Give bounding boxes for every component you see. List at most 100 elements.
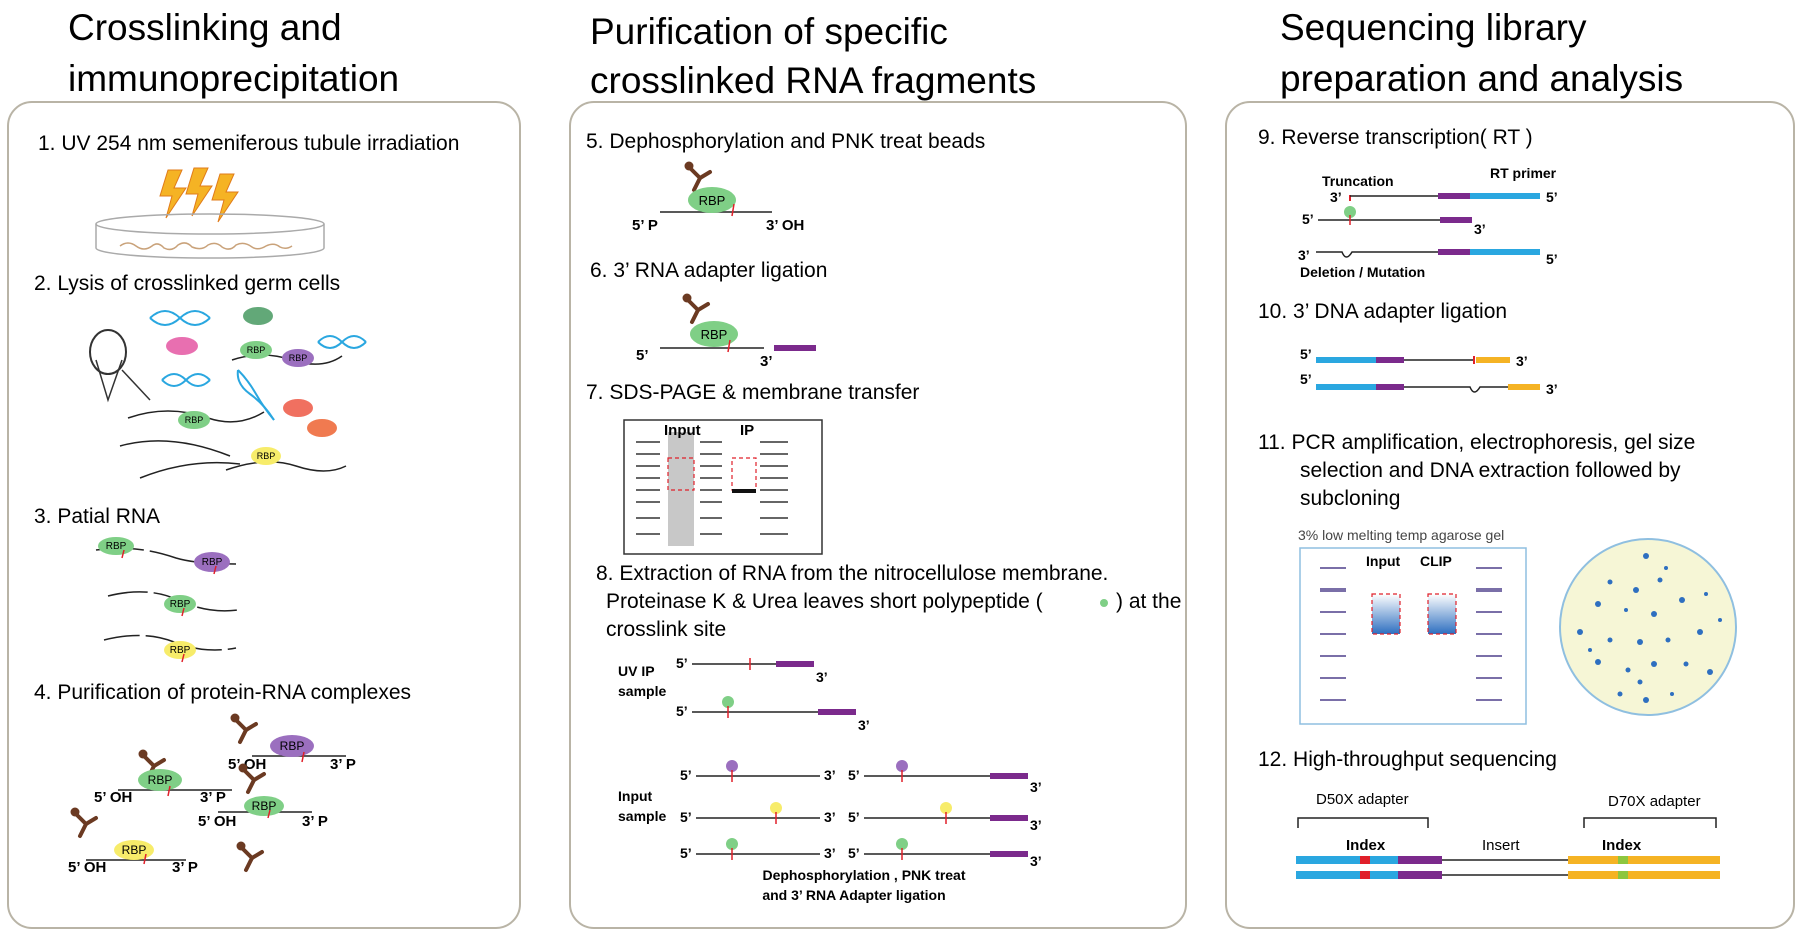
five-prime-label: 5’ — [636, 347, 649, 364]
five-p-label: 5’ P — [632, 217, 658, 234]
step-11-label-line2: selection and DNA extraction followed by — [1300, 459, 1681, 482]
three-prime-label: 3’ — [824, 809, 836, 825]
rbp-label: RBP — [701, 327, 728, 342]
gel-title-label: 3% low melting temp agarose gel — [1298, 527, 1504, 543]
gel-clip-label: CLIP — [1420, 553, 1452, 569]
rbp-label: RBP — [280, 739, 305, 753]
step-3-label: 3. Patial RNA — [34, 505, 160, 528]
dephosphorylation-illustration: RBP 5’ P 3’ OH — [632, 159, 804, 234]
five-prime-label: 5’ — [848, 845, 860, 861]
rbp-label: RBP — [257, 451, 276, 461]
index-label: Index — [1602, 837, 1642, 854]
five-prime-label: 5’ — [848, 809, 860, 825]
index-label: Index — [1346, 837, 1386, 854]
five-oh-label: 5’ OH — [198, 813, 236, 830]
column-title-1-line1: Crosslinking and — [68, 7, 342, 48]
three-p-label: 3’ P — [172, 859, 198, 876]
petri-dish-icon — [95, 213, 325, 259]
five-prime-label: 5’ — [1546, 251, 1558, 267]
five-prime-label: 5’ — [680, 767, 692, 783]
gel-input-label: Input — [664, 422, 701, 439]
uv-ip-sample-label: UV IP — [618, 663, 655, 679]
three-prime-label: 3’ — [1030, 779, 1042, 795]
rbp-label: RBP — [289, 353, 308, 363]
uv-ip-sample-label: sample — [618, 683, 666, 699]
three-prime-label: 3’ — [1298, 247, 1310, 263]
sds-page-membrane-illustration: Input IP — [623, 419, 823, 555]
five-prime-label: 5’ — [680, 809, 692, 825]
rna-adapter-ligation-illustration: RBP 5’ 3’ — [636, 291, 816, 370]
d70x-adapter-label: D70X adapter — [1608, 793, 1701, 810]
three-prime-label: 3’ — [816, 669, 828, 685]
three-p-label: 3’ P — [302, 813, 328, 830]
three-prime-label: 3’ — [1030, 817, 1042, 833]
column-title-3-line1: Sequencing library — [1280, 7, 1587, 48]
step-8-label-line1: 8. Extraction of RNA from the nitrocellu… — [596, 562, 1108, 585]
rt-primer-label: RT primer — [1490, 165, 1557, 181]
step-1-label: 1. UV 254 nm semeniferous tubule irradia… — [38, 132, 459, 155]
step-6-label: 6. 3’ RNA adapter ligation — [590, 259, 827, 282]
rbp-label: RBP — [185, 415, 204, 425]
reverse-transcription-illustration: Truncation RT primer 3’ 5’ 5’ 3’ 3’ 5’ D… — [1298, 165, 1558, 280]
dephosphorylation-caption: and 3’ RNA Adapter ligation — [762, 887, 945, 903]
panel-2 — [569, 101, 1187, 929]
sequencing-illustration: D50X adapter D70X adapter Index Insert I… — [1296, 791, 1720, 879]
input-sample-label: Input — [618, 788, 653, 804]
three-oh-label: 3’ OH — [766, 217, 804, 234]
uv-lightning-icon — [159, 167, 239, 223]
three-prime-label: 3’ — [1030, 853, 1042, 869]
dephosphorylation-caption: Dephosphorylation , PNK treat — [762, 867, 965, 883]
five-prime-label: 5’ — [1300, 371, 1312, 387]
five-oh-label: 5’ OH — [228, 756, 266, 773]
five-oh-label: 5’ OH — [68, 859, 106, 876]
three-prime-label: 3’ — [760, 353, 773, 370]
polypeptide-icon — [1100, 599, 1108, 607]
five-prime-label: 5’ — [1546, 189, 1558, 205]
truncation-label: Truncation — [1322, 173, 1394, 189]
gel-ip-label: IP — [740, 422, 754, 439]
step-12-label: 12. High-throughput sequencing — [1258, 748, 1557, 771]
rbp-label: RBP — [247, 345, 266, 355]
step-10-label: 10. 3’ DNA adapter ligation — [1258, 300, 1507, 323]
five-prime-label: 5’ — [676, 703, 688, 719]
rbp-label: RBP — [170, 645, 191, 656]
step-5-label: 5. Dephosphorylation and PNK treat beads — [586, 130, 985, 153]
step-8-label-line3: crosslink site — [606, 618, 726, 641]
column-title-3-line2: preparation and analysis — [1280, 58, 1683, 99]
rbp-label: RBP — [148, 773, 173, 787]
three-prime-label: 3’ — [1330, 189, 1342, 205]
five-prime-label: 5’ — [848, 767, 860, 783]
five-prime-label: 5’ — [680, 845, 692, 861]
step-8-label-line2a: Proteinase K & Urea leaves short polypep… — [606, 590, 1043, 613]
three-prime-label: 3’ — [1546, 381, 1558, 397]
partial-rna-illustration: RBP RBP RBP RBP — [95, 537, 239, 663]
lysis-illustration: RBP RBP RBP RBP — [89, 307, 367, 479]
column-title-2-line1: Purification of specific — [590, 11, 948, 52]
agarose-gel-illustration: 3% low melting temp agarose gel Input CL… — [1298, 527, 1527, 725]
column-title-2-line2: crosslinked RNA fragments — [590, 60, 1036, 101]
three-p-label: 3’ P — [200, 789, 226, 806]
rbp-label: RBP — [106, 541, 127, 552]
insert-label: Insert — [1482, 837, 1520, 854]
column-title-1-line2: immunoprecipitation — [68, 58, 399, 99]
rbp-label: RBP — [252, 799, 277, 813]
rbp-label: RBP — [170, 599, 191, 610]
step-4-label: 4. Purification of protein-RNA complexes — [34, 681, 411, 704]
panel-1 — [7, 101, 521, 929]
rbp-label: RBP — [202, 557, 223, 568]
step-8-label-line2b: ) at the — [1116, 590, 1181, 613]
panel-3 — [1225, 101, 1795, 929]
three-prime-label: 3’ — [858, 717, 870, 733]
three-prime-label: 3’ — [1516, 353, 1528, 369]
three-prime-label: 3’ — [824, 767, 836, 783]
step-11-label-line3: subcloning — [1300, 487, 1400, 510]
step-7-label: 7. SDS-PAGE & membrane transfer — [586, 381, 919, 404]
d50x-adapter-label: D50X adapter — [1316, 791, 1409, 808]
five-oh-label: 5’ OH — [94, 789, 132, 806]
five-prime-label: 5’ — [1302, 211, 1314, 227]
three-prime-label: 3’ — [1474, 221, 1486, 237]
gel-input-label: Input — [1366, 553, 1401, 569]
deletion-mutation-label: Deletion / Mutation — [1300, 264, 1425, 280]
step-2-label: 2. Lysis of crosslinked germ cells — [34, 272, 340, 295]
